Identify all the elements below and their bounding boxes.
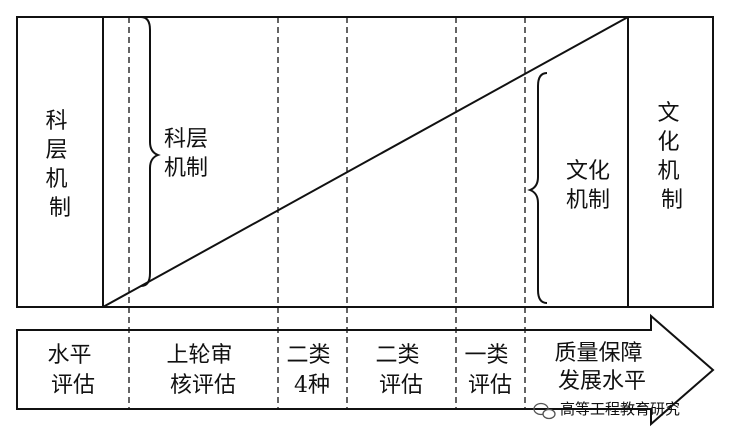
top-box-frame bbox=[16, 16, 714, 308]
stage-label-horizontal-evaluation: 水平 评估 bbox=[47, 343, 98, 398]
bracket-right-line: 文化 bbox=[566, 159, 610, 184]
right-curly-brace bbox=[527, 72, 548, 304]
stage-dashed-lines bbox=[128, 17, 526, 409]
right-mechanism-label: 文 化 机 制 bbox=[657, 101, 686, 213]
stage-label-type1-evaluation: 一类 评估 bbox=[464, 343, 515, 398]
right-label-char: 制 bbox=[661, 188, 683, 213]
stage-label-previous-audit: 上轮审 核评估 bbox=[166, 343, 239, 398]
left-mechanism-label: 科 层 机 制 bbox=[45, 109, 74, 221]
bracket-right-line: 机制 bbox=[566, 188, 610, 213]
bracket-left-line: 机制 bbox=[164, 156, 208, 181]
stage-arrow-outline bbox=[16, 313, 715, 427]
stage-line: 4种 bbox=[294, 373, 330, 398]
stage-line: 核评估 bbox=[170, 373, 236, 398]
left-label-char: 层 bbox=[45, 138, 67, 163]
right-label-char: 文 bbox=[657, 101, 679, 126]
stage-line: 二类 bbox=[286, 343, 330, 368]
stage-line: 一类 bbox=[464, 343, 508, 368]
transition-diagonal bbox=[102, 16, 629, 308]
stage-line: 评估 bbox=[468, 373, 512, 398]
stage-label-quality-assurance: 质量保障 发展水平 bbox=[554, 341, 649, 394]
left-curly-brace bbox=[140, 16, 161, 287]
watermark: 高等工程教育研究 bbox=[533, 400, 680, 420]
stage-line: 质量保障 bbox=[554, 341, 642, 366]
stage-line: 水平 bbox=[47, 343, 91, 368]
bracket-left-label: 科层 机制 bbox=[164, 127, 215, 181]
stage-line: 评估 bbox=[379, 373, 423, 398]
stage-line: 发展水平 bbox=[558, 369, 646, 394]
bracket-left-line: 科层 bbox=[164, 127, 208, 152]
stage-label-type2-evaluation: 二类 评估 bbox=[375, 343, 426, 398]
bracket-right-label: 文化 机制 bbox=[566, 159, 617, 213]
stage-label-type2-four-kinds: 二类 4种 bbox=[286, 343, 337, 398]
right-label-char: 机 bbox=[657, 159, 679, 184]
left-label-char: 科 bbox=[45, 109, 67, 134]
stage-line: 评估 bbox=[51, 373, 95, 398]
watermark-text: 高等工程教育研究 bbox=[560, 400, 680, 418]
top-box: 科 层 机 制 文 化 机 制 科层 机制 文化 机制 bbox=[16, 16, 714, 308]
left-label-char: 机 bbox=[45, 167, 67, 192]
stage-arrow: 水平 评估 上轮审 核评估 二类 4种 二类 评估 一类 评估 质量保障 发展水… bbox=[16, 313, 715, 427]
wechat-icon bbox=[533, 402, 556, 420]
stage-line: 二类 bbox=[375, 343, 419, 368]
left-label-char: 制 bbox=[49, 196, 71, 221]
right-label-char: 化 bbox=[657, 130, 679, 155]
stage-line: 上轮审 bbox=[166, 343, 232, 368]
